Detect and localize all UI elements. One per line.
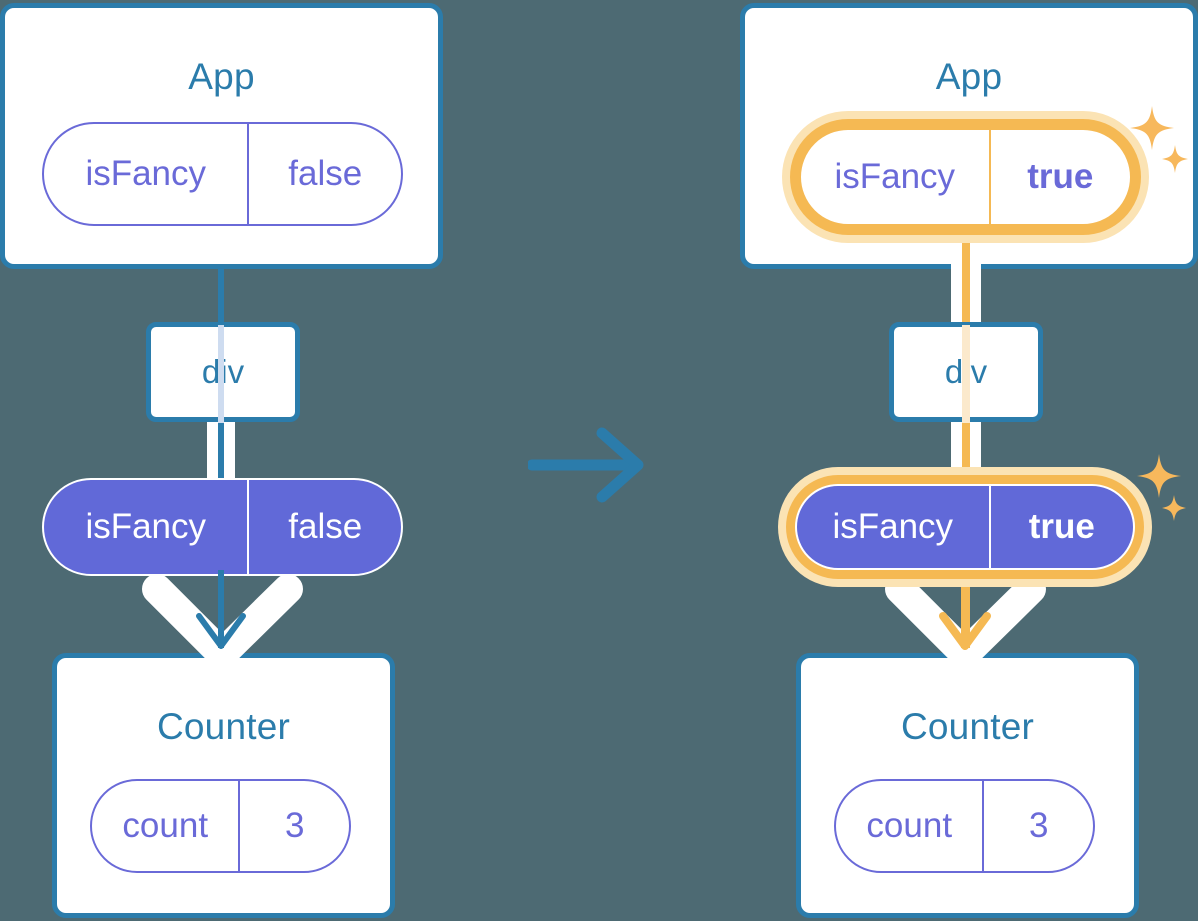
counter-state-key-before: count: [122, 806, 209, 845]
counter-title-before: Counter: [156, 706, 291, 747]
prop-flow-arrow-after: [878, 555, 1053, 670]
connector-inside-div-before: [218, 325, 224, 423]
passed-prop-pill-after[interactable]: isFancy true: [795, 484, 1135, 570]
app-prop-value-after: true: [988, 130, 1130, 224]
app-prop-pill-before[interactable]: isFancy false: [42, 122, 403, 226]
app-prop-value-before: false: [247, 124, 401, 224]
app-title-after: App: [935, 56, 1003, 97]
counter-state-key-after: count: [866, 806, 953, 845]
counter-state-pill-before[interactable]: count 3: [90, 779, 351, 873]
prop-flow-arrowhead-after: [934, 600, 996, 662]
counter-state-value-after: 3: [982, 781, 1093, 871]
prop-flow-stem-before: [218, 570, 224, 648]
prop-flow-stem-after: [961, 570, 970, 648]
connector-div-to-prop-before: [218, 418, 224, 484]
app-title-before: App: [188, 56, 255, 97]
passed-prop-key-before: isFancy: [85, 507, 207, 546]
prop-flow-arrowhead-before: [190, 600, 252, 662]
passed-prop-value-after: true: [988, 486, 1133, 568]
connector-div-to-prop-after: [962, 418, 970, 484]
transition-arrow-icon: [526, 425, 650, 505]
counter-title-after: Counter: [900, 706, 1035, 747]
sparkles-top-icon: [1128, 104, 1192, 186]
passed-prop-value-before: false: [247, 480, 401, 574]
app-prop-key-before: isFancy: [85, 154, 207, 193]
sparkles-mid-icon: [1134, 452, 1196, 532]
connector-inside-div-after: [962, 325, 970, 423]
connector-app-to-div-after: [962, 222, 970, 328]
prop-flow-arrow-before: [135, 555, 310, 670]
passed-prop-key-after: isFancy: [832, 507, 954, 546]
app-prop-pill-after[interactable]: isFancy true: [799, 128, 1132, 226]
passed-prop-pill-before[interactable]: isFancy false: [42, 478, 403, 576]
app-prop-key-after: isFancy: [834, 157, 956, 196]
connector-app-to-div-before: [218, 222, 224, 326]
counter-state-value-before: 3: [238, 781, 349, 871]
counter-state-pill-after[interactable]: count 3: [834, 779, 1095, 873]
